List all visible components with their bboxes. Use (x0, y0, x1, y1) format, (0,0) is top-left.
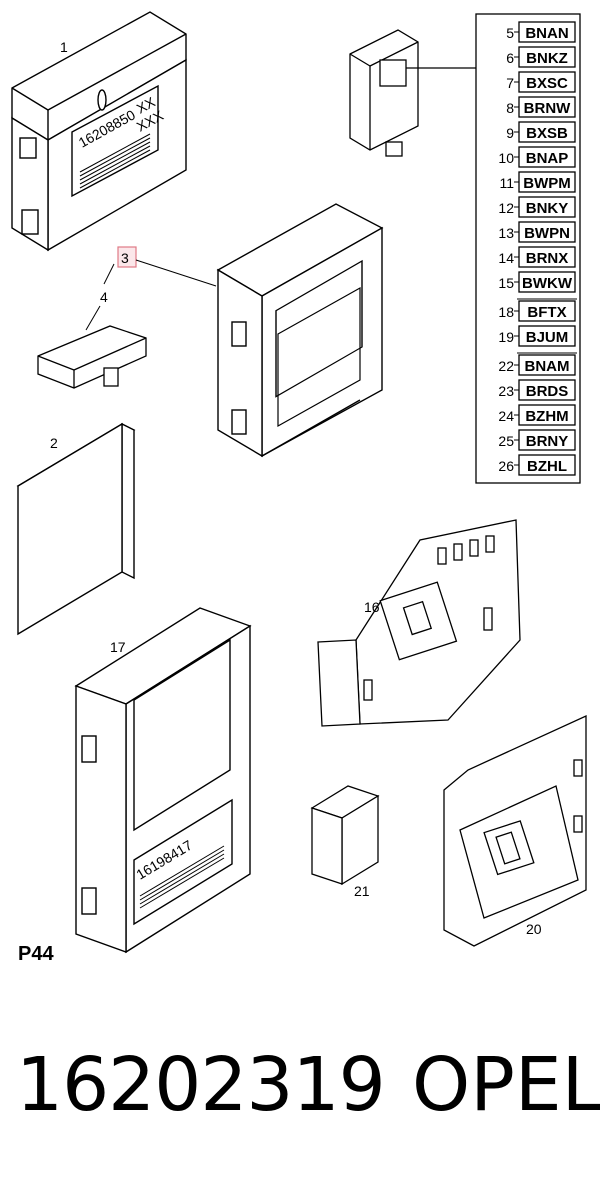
code-value: BWKW (522, 275, 573, 292)
part-20-bracket (443, 714, 587, 947)
code-position: 8 (506, 100, 514, 116)
code-position: 22 (498, 358, 514, 374)
code-row: 19 BJUM (498, 325, 576, 347)
footer-part-number: 16202319 (16, 1042, 386, 1128)
part-21-block (310, 785, 380, 886)
code-position: 12 (498, 200, 514, 216)
code-position: 26 (498, 458, 514, 474)
part-3-control-module (216, 203, 384, 458)
part-16-bracket (317, 519, 521, 727)
code-value: BRNW (524, 100, 571, 117)
part-4-connector (37, 325, 147, 389)
code-row: 18 BFTX (498, 300, 576, 322)
code-position: 9 (506, 125, 514, 141)
code-position: 24 (498, 408, 514, 424)
part-17-barcode (139, 845, 225, 909)
code-value: BZHL (527, 458, 567, 475)
code-value: BRNX (526, 250, 569, 267)
code-value: BRDS (526, 383, 569, 400)
code-row: 25 BRNY (498, 429, 576, 451)
footer-brand: OPEL (412, 1042, 600, 1128)
code-value: BXSC (526, 75, 568, 92)
code-row: 24 BZHM (498, 404, 576, 426)
part-3-label-area (277, 286, 361, 428)
code-value: BNKY (526, 200, 569, 217)
callout-16: 16 (364, 599, 380, 615)
code-position: 14 (498, 250, 514, 266)
code-row: 9 BXSB (506, 121, 576, 143)
code-row: 6 BNKZ (506, 46, 576, 68)
code-row: 26 BZHL (498, 454, 576, 476)
code-position: 10 (498, 150, 514, 166)
code-value: BNAP (526, 150, 569, 167)
callout-20: 20 (526, 921, 542, 937)
code-row: 11 BWPM (499, 171, 576, 193)
callout-21: 21 (354, 883, 370, 899)
code-value: BXSB (526, 125, 568, 142)
callout-4: 4 (100, 289, 108, 305)
code-value: BNAM (525, 358, 570, 375)
callout-2: 2 (50, 435, 58, 451)
callout-4-leader-top (103, 263, 115, 285)
wiring-connector (349, 29, 419, 157)
code-row: 7 BXSC (506, 71, 576, 93)
callout-3-leader (135, 259, 217, 287)
callout-17: 17 (110, 639, 126, 655)
part-1-control-module (11, 11, 187, 252)
parts-diagram: 1 16208850 XX XXX 3 4 2 (11, 11, 587, 954)
code-row: 12 BNKY (498, 196, 576, 218)
callout-3: 3 (121, 250, 129, 266)
callout-4-leader (85, 305, 101, 331)
footer: 16202319 OPEL (0, 1030, 600, 1140)
code-position: 6 (506, 50, 514, 66)
code-position: 7 (506, 75, 514, 91)
code-row: 5 BNAN (506, 21, 576, 43)
code-value: BRNY (526, 433, 569, 450)
part-2-panel (16, 422, 136, 636)
code-position: 11 (499, 175, 514, 191)
code-position: 19 (498, 329, 514, 345)
page-code: P44 (18, 943, 54, 965)
code-value: BJUM (526, 329, 569, 346)
code-position: 5 (506, 25, 514, 41)
code-row: 23 BRDS (498, 379, 576, 401)
code-row: 22 BNAM (498, 354, 576, 376)
code-row: 10 BNAP (498, 146, 576, 168)
code-position: 23 (498, 383, 514, 399)
code-position: 13 (498, 225, 514, 241)
code-value: BWPN (524, 225, 570, 242)
callout-1: 1 (60, 39, 68, 55)
code-row: 15 BWKW (498, 271, 576, 293)
code-position: 18 (498, 304, 514, 320)
code-value: BNKZ (526, 50, 568, 67)
code-value: BWPM (523, 175, 571, 192)
code-row: 13 BWPN (498, 221, 576, 243)
code-value: BFTX (527, 304, 566, 321)
code-row: 14 BRNX (498, 246, 576, 268)
code-position: 15 (498, 275, 514, 291)
code-row: 8 BRNW (506, 96, 576, 118)
code-value: BNAN (525, 25, 568, 42)
part-17-control-module (74, 607, 252, 954)
callout-3-highlight-box (117, 246, 137, 268)
code-position: 25 (498, 433, 514, 449)
code-value: BZHM (525, 408, 568, 425)
